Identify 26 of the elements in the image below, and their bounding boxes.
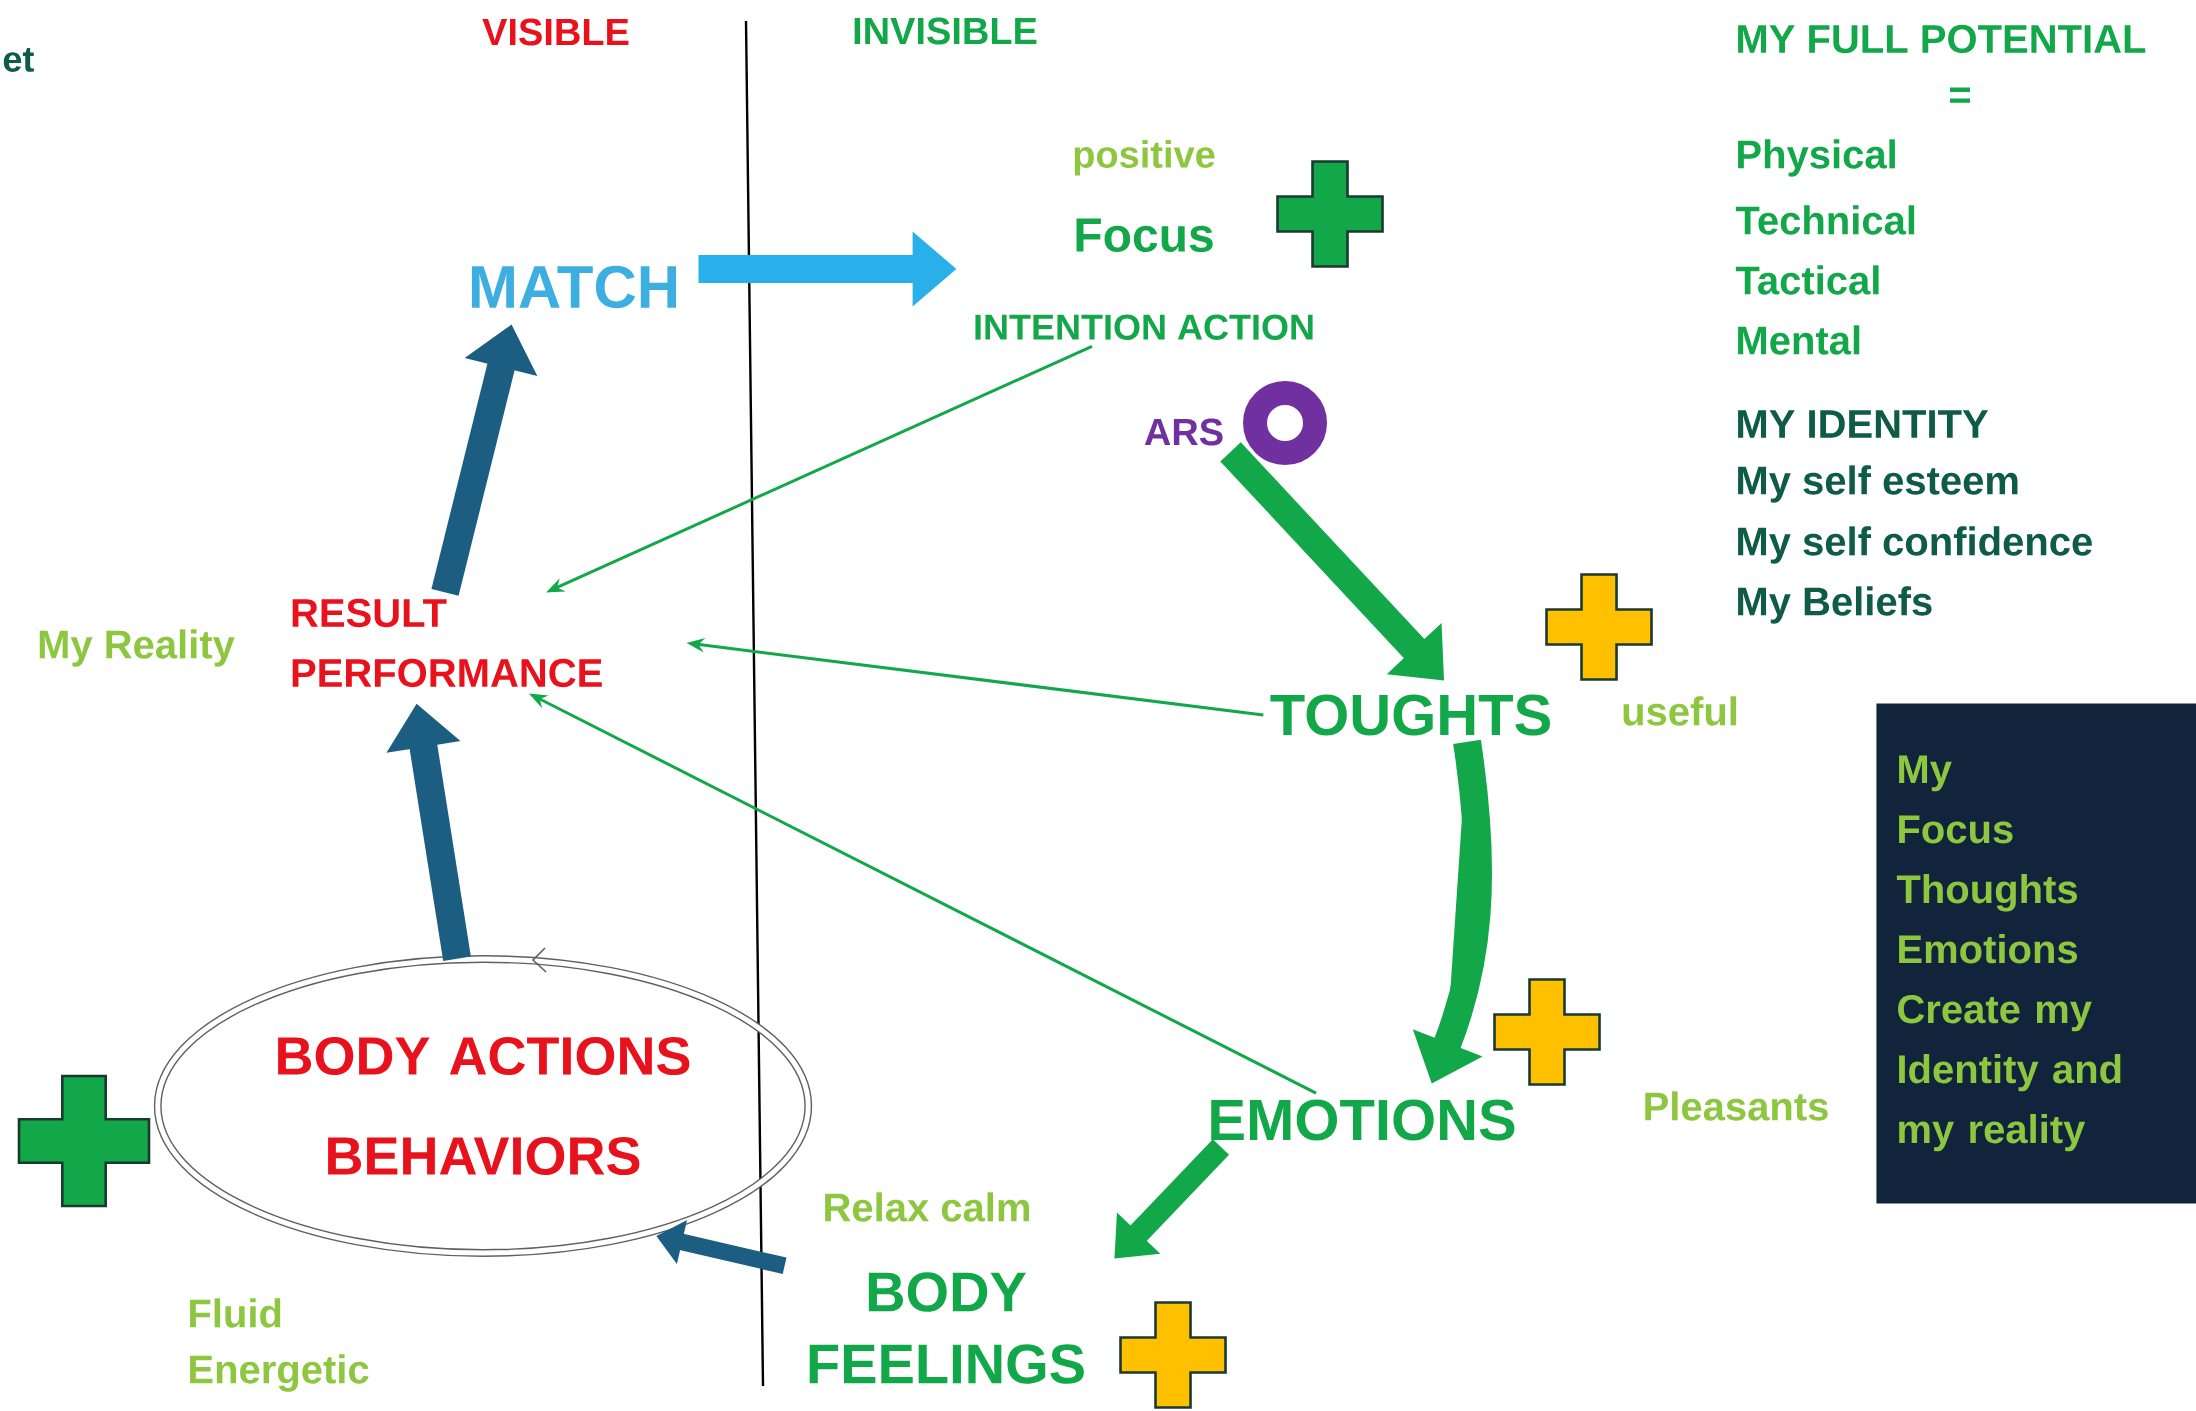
list-item: My self confidence [1738,526,2092,564]
list-item: Physical [1738,139,1895,177]
cut-off-text: et [3,48,34,72]
info-box: My Focus Thoughts Emotions Create my Identity and my reality [1876,703,2196,1204]
side-note: Energetic [190,1354,369,1392]
side-note: Pleasants [1645,1091,1828,1121]
column-heading: INVISIBLE [854,17,1037,45]
step-label: EMOTIONS [1211,1099,1515,1141]
step-label: positive Focus INTENTION ACTION [975,140,1313,340]
equals-sign: = [1950,87,1971,103]
side-note: My Reality [39,629,235,667]
result-label: RESULT PERFORMANCE [292,598,602,688]
step-label: ARS [1144,418,1223,446]
step-label: BODY FEELINGS [809,1272,1084,1384]
list-item: Technical [1735,205,1915,235]
step-label: MATCH [471,265,677,309]
list-heading: MY FULL POTENTIAL [1738,24,2146,54]
list-item: My self esteem [1738,465,2018,503]
side-note: useful [1623,696,1737,726]
step-label: TOUGHTS [1270,694,1550,736]
list-heading: MY IDENTITY [1738,410,1989,438]
side-note: Fluid [190,1298,281,1328]
list-item: Mental [1738,325,1860,355]
list-item: Tactical [1735,265,1879,295]
column-heading: VISIBLE [482,18,629,46]
list-item: My Beliefs [1738,586,1932,624]
